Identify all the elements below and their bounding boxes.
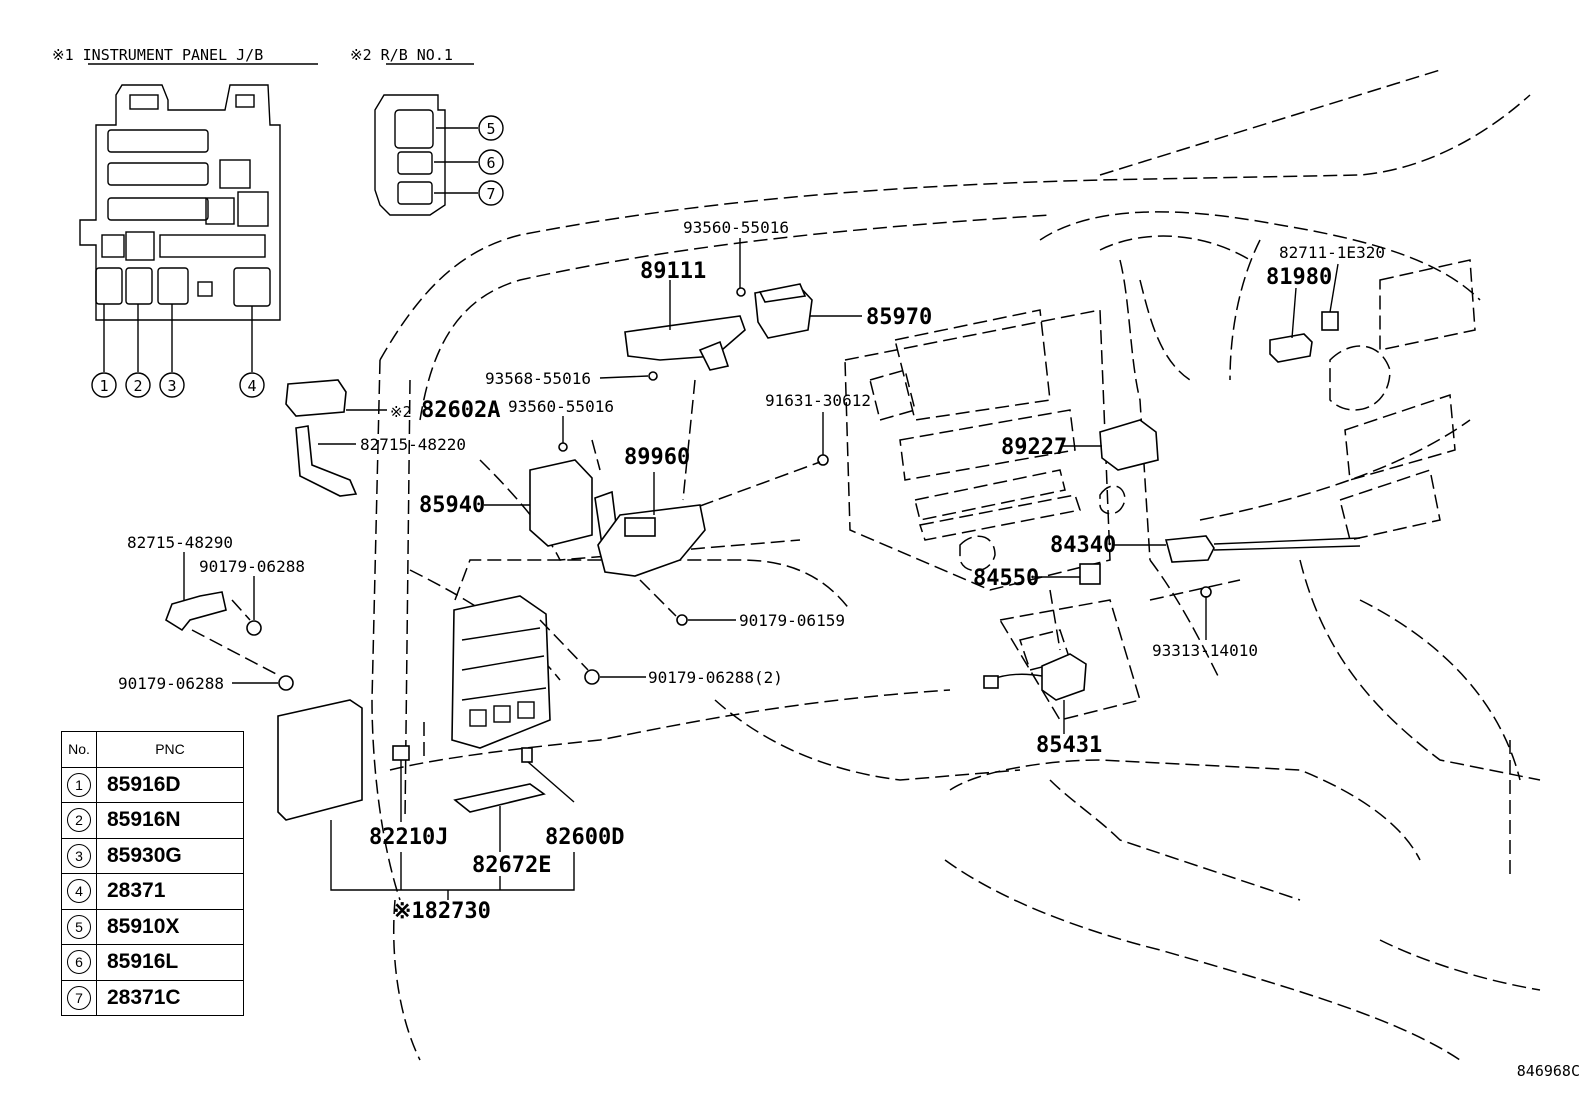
leader-lines: [183, 238, 1339, 900]
row-number: 7: [67, 985, 91, 1010]
screw-93568-icon: [648, 371, 658, 381]
table-row: 3 85930G: [61, 837, 244, 874]
rb-marker-7: 7: [486, 185, 495, 203]
label-82715-48220: 82715-48220: [360, 435, 466, 454]
label-84550: 84550: [973, 566, 1039, 591]
part-labels: 93560-55016 89111 85970 82711-1E320 8198…: [118, 218, 1385, 924]
label-85970: 85970: [866, 305, 932, 330]
row-pnc: 85916L: [96, 944, 244, 981]
screw-93560-a-icon: [736, 287, 746, 297]
label-82600D: 82600D: [545, 825, 624, 850]
label-93313-14010: 93313-14010: [1152, 641, 1258, 660]
part-82600D: [521, 747, 533, 763]
part-82602A: [285, 379, 347, 417]
label-93560-55016-b: 93560-55016: [508, 397, 614, 416]
label-89227: 89227: [1001, 435, 1067, 460]
part-82730-junction-block: [451, 595, 551, 749]
instrument-panel-jb-drawing: [79, 84, 281, 372]
pnc-table: No. PNC 1 85916D 2 85916N 3 85930G 4 283…: [61, 731, 244, 1016]
table-row: 5 85910X: [61, 908, 244, 945]
pnc-header-no: No.: [61, 731, 97, 768]
screw-93560-b-icon: [558, 442, 568, 452]
part-89111: [624, 315, 746, 371]
part-82711-1E320: [1321, 311, 1339, 331]
label-82602A: 82602A: [421, 398, 500, 423]
header-instrument-panel-jb: ※1 INSTRUMENT PANEL J/B: [52, 46, 263, 64]
part-82715-48290: [165, 591, 227, 632]
clip-90179-06288-a-icon: [246, 620, 262, 636]
label-81980: 81980: [1266, 265, 1332, 290]
table-row: 4 28371: [61, 873, 244, 910]
row-number: 1: [67, 772, 91, 797]
label-85431: 85431: [1036, 733, 1102, 758]
label-90179-06288-b: 90179-06288: [118, 674, 224, 693]
label-84340: 84340: [1050, 533, 1116, 558]
label-82711-1E320: 82711-1E320: [1279, 243, 1385, 262]
dashboard-outline: [371, 69, 1541, 1061]
part-82210J: [392, 745, 410, 761]
part-85431: [983, 653, 1087, 701]
label-90179-06159: 90179-06159: [739, 611, 845, 630]
table-row: 6 85916L: [61, 944, 244, 981]
rb-position-markers: 5 6 7: [478, 115, 504, 206]
table-row: 1 85916D: [61, 766, 244, 803]
part-89960: [597, 504, 706, 577]
table-row: 7 28371C: [61, 979, 244, 1016]
pnc-table-header: No. PNC: [61, 731, 244, 768]
rb-marker-5: 5: [486, 120, 495, 138]
label-82602A-mark: ※2: [390, 403, 412, 421]
label-90179-06288-a: 90179-06288: [199, 557, 305, 576]
row-pnc: 85910X: [96, 908, 244, 945]
jb-marker-1: 1: [99, 377, 108, 395]
row-number: 6: [67, 950, 91, 975]
pnc-header-pnc: PNC: [96, 731, 244, 768]
label-82730: ※182730: [393, 899, 491, 924]
part-82715-48220: [295, 425, 358, 497]
jb-marker-3: 3: [167, 377, 176, 395]
clip-90179-06288-2-icon: [584, 669, 600, 685]
label-93568-55016: 93568-55016: [485, 369, 591, 388]
jb-marker-2: 2: [133, 377, 142, 395]
part-85940: [529, 459, 619, 547]
clip-90179-06159-icon: [676, 614, 688, 626]
header-rb-no1: ※2 R/B NO.1: [350, 46, 453, 64]
label-91631-30612: 91631-30612: [765, 391, 871, 410]
label-89960: 89960: [624, 445, 690, 470]
row-pnc: 28371: [96, 873, 244, 910]
label-90179-06288-2: 90179-06288(2): [648, 668, 783, 687]
screw-91631-icon: [817, 454, 829, 466]
part-84340: [1164, 535, 1361, 563]
part-81980: [1269, 333, 1313, 363]
label-85940: 85940: [419, 493, 485, 518]
figure-code: 846968C: [1517, 1062, 1580, 1080]
label-82210J: 82210J: [369, 825, 448, 850]
row-pnc: 85930G: [96, 837, 244, 874]
rb-marker-6: 6: [486, 154, 495, 172]
label-93560-55016-a: 93560-55016: [683, 218, 789, 237]
row-pnc: 85916D: [96, 766, 244, 803]
row-pnc: 28371C: [96, 979, 244, 1016]
label-89111: 89111: [640, 259, 706, 284]
bolt-93313-icon: [1200, 586, 1212, 598]
row-number: 2: [67, 808, 91, 833]
label-82672E: 82672E: [472, 853, 551, 878]
label-82715-48290: 82715-48290: [127, 533, 233, 552]
rb-no1-drawing: [374, 94, 478, 216]
row-number: 5: [67, 914, 91, 939]
clip-90179-06288-b-icon: [278, 675, 294, 691]
part-82730-cover: [277, 699, 363, 821]
part-89227: [1099, 419, 1159, 471]
row-number: 3: [67, 843, 91, 868]
part-84550: [1079, 563, 1101, 585]
jb-marker-4: 4: [247, 377, 256, 395]
row-pnc: 85916N: [96, 802, 244, 839]
jb-position-markers: 1 2 3 4: [91, 372, 265, 398]
part-85970: [754, 283, 813, 339]
table-row: 2 85916N: [61, 802, 244, 839]
row-number: 4: [67, 879, 91, 904]
part-82672E: [453, 783, 546, 813]
